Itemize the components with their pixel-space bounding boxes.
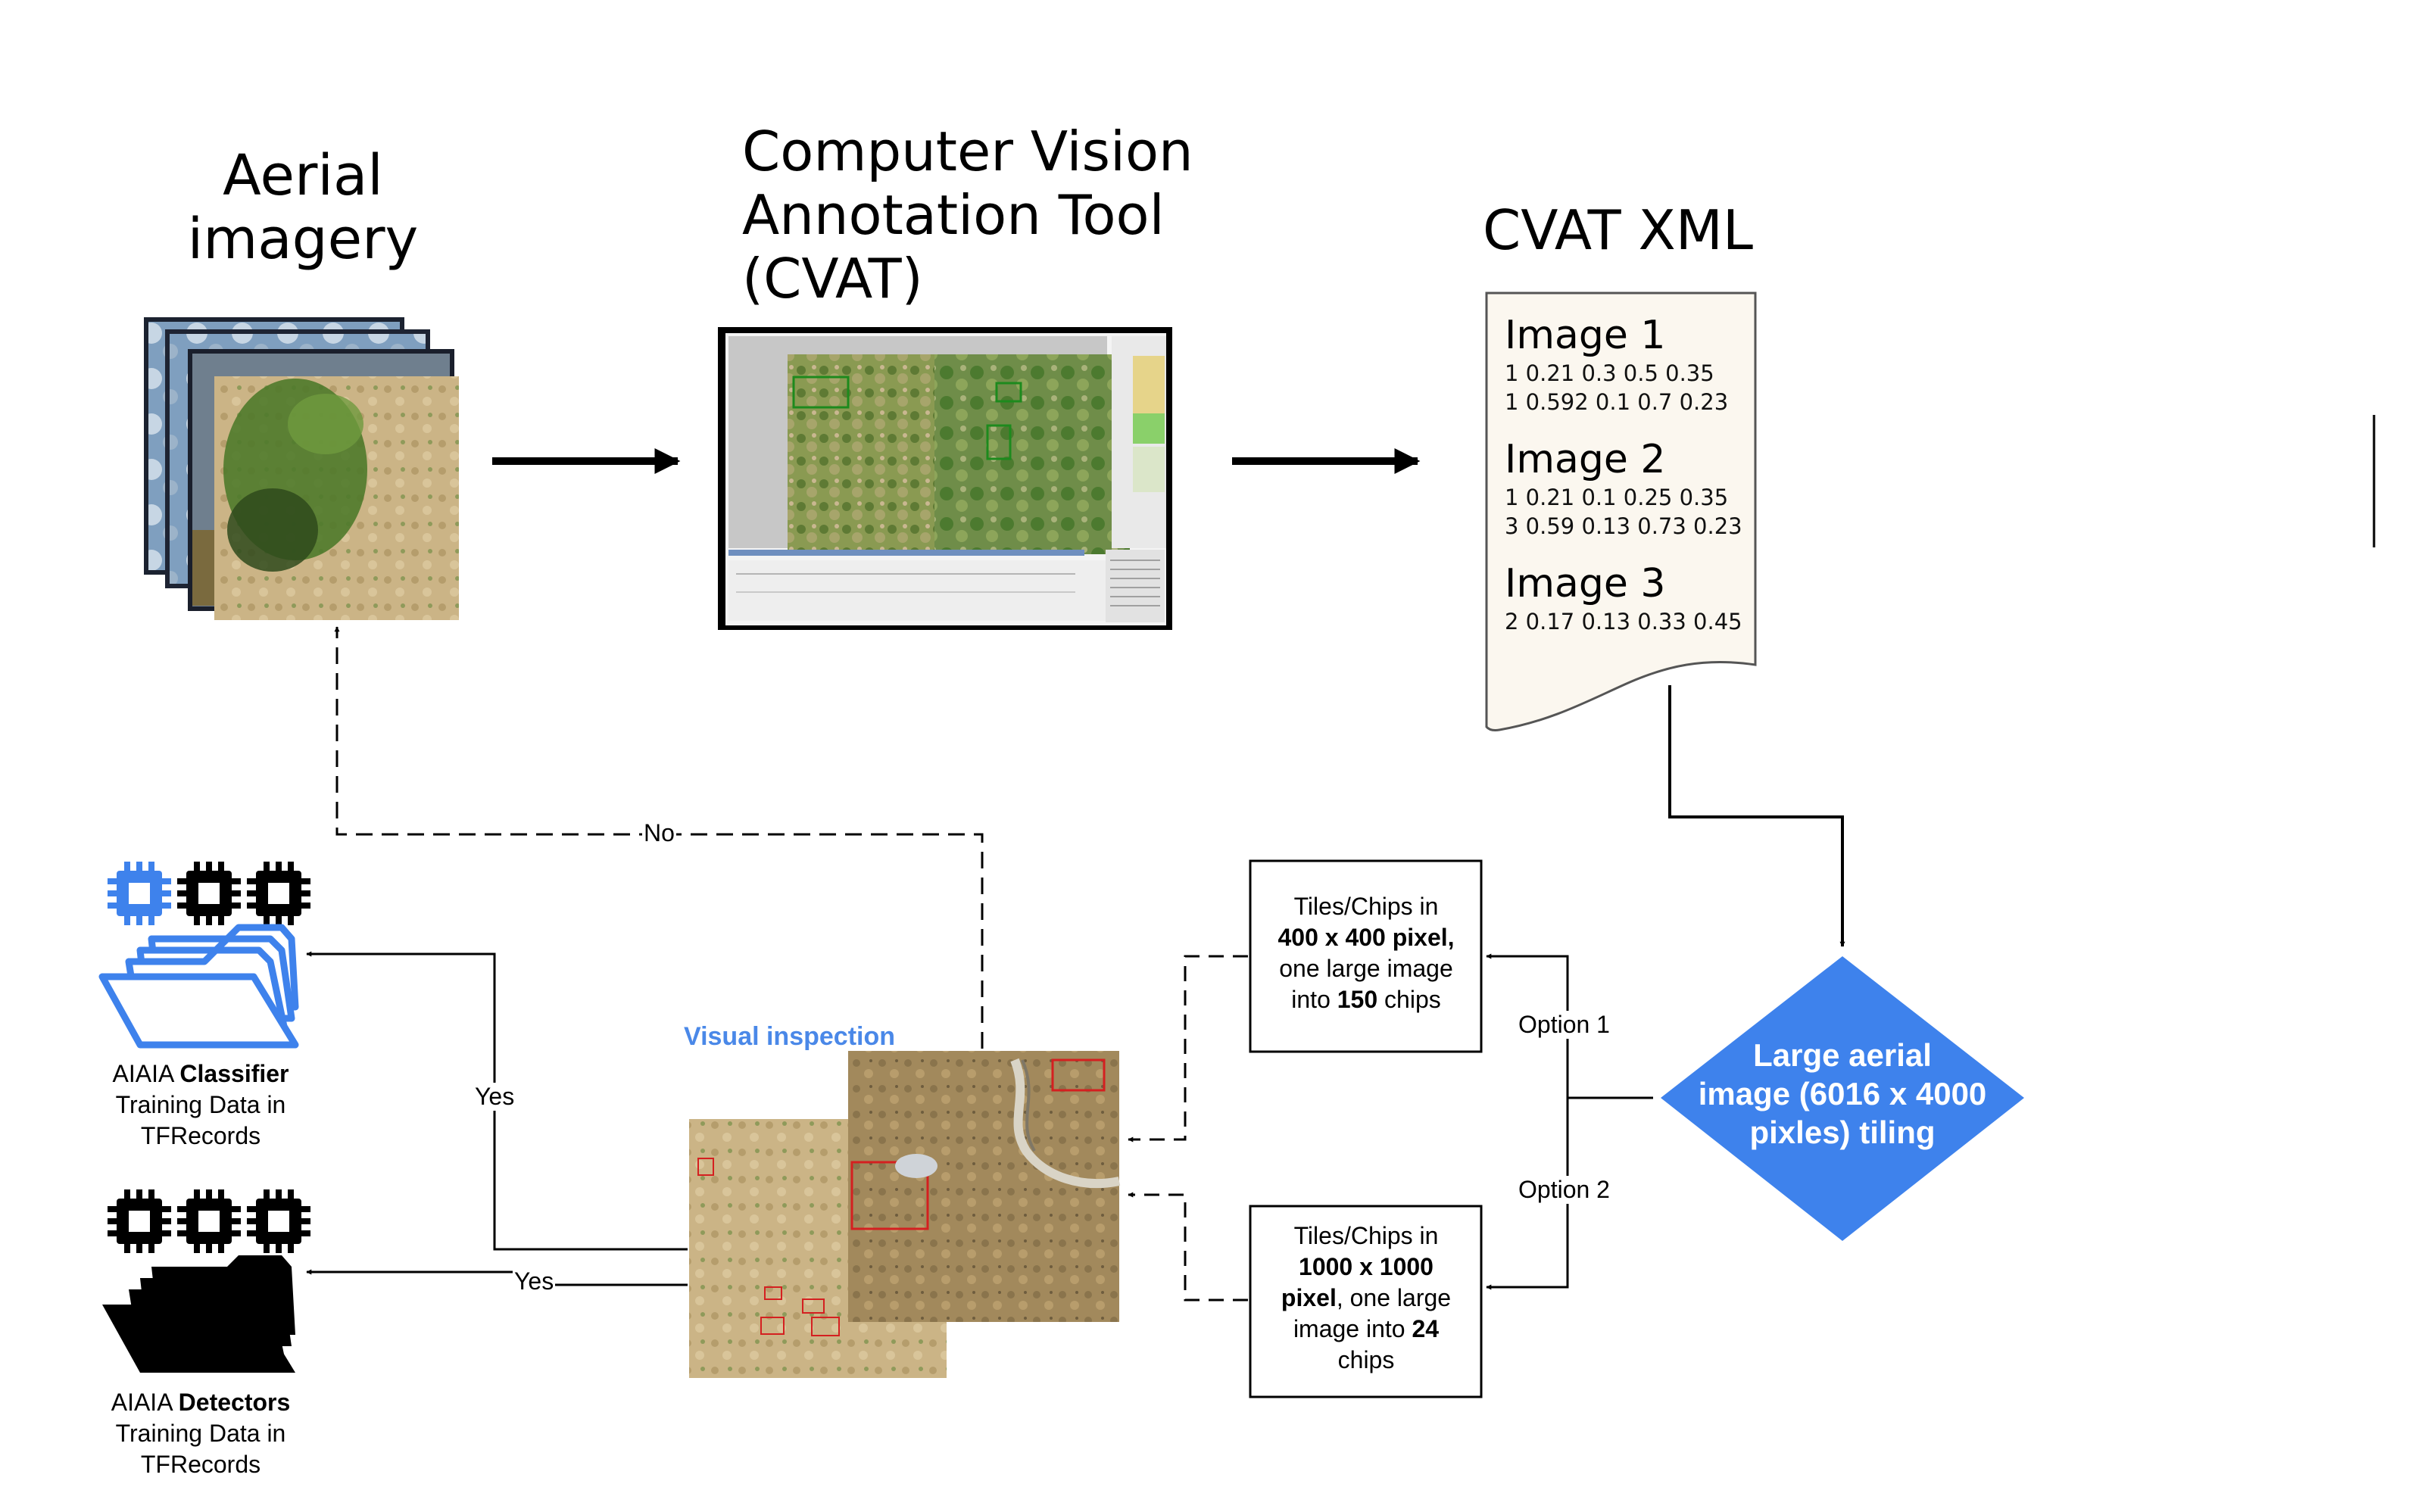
box2-line3-a: pixel bbox=[1281, 1284, 1337, 1311]
xml-document-content: Image 1 1 0.21 0.3 0.5 0.35 1 0.592 0.1 … bbox=[1505, 312, 1747, 636]
classifier-caption-pre: AIAIA bbox=[112, 1060, 180, 1087]
inspection-images bbox=[689, 1051, 1121, 1378]
tile-box-1000-text: Tiles/Chips in 1000 x 1000 pixel, one la… bbox=[1253, 1221, 1480, 1376]
connector-xml-to-diamond bbox=[1668, 685, 1845, 947]
cvat-title-line3: (CVAT) bbox=[742, 247, 923, 310]
box2-line5: chips bbox=[1337, 1346, 1395, 1373]
box1-line4-a: into bbox=[1291, 986, 1337, 1013]
cvat-screenshot bbox=[718, 327, 1172, 630]
visual-inspection-label: Visual inspection bbox=[684, 1022, 896, 1051]
box1-line4: into 150 chips bbox=[1253, 984, 1480, 1015]
box1-line2: 400 x 400 pixel, bbox=[1278, 924, 1455, 951]
classifier-caption-bold: Classifier bbox=[179, 1060, 289, 1087]
detectors-caption-bold: Detectors bbox=[178, 1389, 291, 1416]
aerial-imagery-title: Aerial imagery bbox=[182, 144, 424, 271]
diamond-line3: pixles) tiling bbox=[1749, 1115, 1936, 1150]
box1-line4-c: chips bbox=[1377, 986, 1441, 1013]
option-2-label: Option 2 bbox=[1517, 1176, 1611, 1204]
xml-image-1-title: Image 1 bbox=[1505, 313, 1666, 358]
cvat-title: Computer Vision Annotation Tool (CVAT) bbox=[742, 120, 1272, 310]
xml-image-1-row-1: 1 0.21 0.3 0.5 0.35 bbox=[1505, 360, 1714, 386]
tile-box-400 bbox=[1249, 859, 1483, 1053]
detectors-caption: AIAIA Detectors Training Data in TFRecor… bbox=[72, 1387, 329, 1480]
tiling-diamond bbox=[1661, 956, 2024, 1241]
option-1-label: Option 1 bbox=[1517, 1011, 1611, 1039]
dashed-box2-to-inspection bbox=[1128, 1192, 1248, 1302]
classifier-caption-line3: TFRecords bbox=[140, 1122, 261, 1149]
detectors-caption-line2: Training Data in bbox=[115, 1420, 286, 1447]
cpu-chip-icon bbox=[177, 1189, 241, 1253]
folder-stack-icon bbox=[98, 924, 299, 1049]
box2-line2: 1000 x 1000 bbox=[1299, 1253, 1433, 1280]
cvat-xml-title: CVAT XML bbox=[1483, 198, 1754, 262]
detectors-caption-line1: AIAIA Detectors bbox=[72, 1387, 329, 1418]
aerial-title-line2: imagery bbox=[187, 207, 419, 272]
xml-image-2-row-2: 3 0.59 0.13 0.73 0.23 bbox=[1505, 513, 1742, 539]
cpu-chip-icon bbox=[108, 1189, 171, 1253]
classifier-caption-line1: AIAIA Classifier bbox=[72, 1058, 329, 1090]
box1-line3: one large image bbox=[1279, 955, 1453, 982]
detectors-caption-line3: TFRecords bbox=[140, 1451, 261, 1478]
aerial-image-stack bbox=[144, 317, 459, 620]
cpu-chip-icon bbox=[108, 862, 171, 925]
cpu-chip-icon bbox=[247, 862, 310, 925]
xml-image-2-row-1: 1 0.21 0.1 0.25 0.35 bbox=[1505, 485, 1729, 510]
connector-option2 bbox=[1486, 1098, 1569, 1290]
cvat-title-line2: Annotation Tool bbox=[742, 183, 1165, 247]
diamond-line2: image (6016 x 4000 bbox=[1698, 1076, 1987, 1111]
yes-label-detectors: Yes bbox=[513, 1267, 556, 1295]
box1-line1: Tiles/Chips in bbox=[1293, 893, 1439, 920]
classifier-caption-line2: Training Data in bbox=[115, 1091, 286, 1118]
box2-line3-b: , one large bbox=[1336, 1284, 1452, 1311]
box1-line4-b: 150 bbox=[1337, 986, 1378, 1013]
yes-label-classifier: Yes bbox=[473, 1083, 516, 1111]
xml-image-2-title: Image 2 bbox=[1505, 437, 1666, 482]
cvat-title-line1: Computer Vision bbox=[742, 120, 1193, 183]
xml-image-1-row-2: 1 0.592 0.1 0.7 0.23 bbox=[1505, 389, 1729, 415]
box2-line4-b: 24 bbox=[1412, 1315, 1440, 1342]
detectors-caption-pre: AIAIA bbox=[111, 1389, 179, 1416]
box2-line4: image into 24 bbox=[1253, 1314, 1480, 1345]
classifier-caption: AIAIA Classifier Training Data in TFReco… bbox=[72, 1058, 329, 1152]
xml-document bbox=[1485, 291, 1757, 731]
folder-stack-icon bbox=[102, 1255, 295, 1373]
box2-line3: pixel, one large bbox=[1253, 1283, 1480, 1314]
cpu-chip-icon bbox=[247, 1189, 310, 1253]
no-label: No bbox=[642, 819, 676, 847]
box2-line1: Tiles/Chips in bbox=[1293, 1222, 1439, 1249]
diamond-line1: Large aerial bbox=[1753, 1037, 1932, 1073]
tile-box-1000 bbox=[1249, 1205, 1483, 1398]
box2-line4-a: image into bbox=[1293, 1315, 1412, 1342]
connector-no-feedback bbox=[334, 626, 984, 1049]
cpu-chip-icon bbox=[177, 862, 241, 925]
tile-box-400-text: Tiles/Chips in 400 x 400 pixel, one larg… bbox=[1253, 891, 1480, 1015]
xml-image-3-title: Image 3 bbox=[1505, 561, 1666, 606]
tiling-diamond-label: Large aerial image (6016 x 4000 pixles) … bbox=[1676, 1036, 2009, 1152]
xml-image-3-row-1: 2 0.17 0.13 0.33 0.45 bbox=[1505, 609, 1742, 634]
connector-yes-detectors bbox=[306, 1269, 688, 1286]
dashed-box1-to-inspection bbox=[1128, 955, 1248, 1143]
aerial-title-line1: Aerial bbox=[223, 143, 383, 208]
